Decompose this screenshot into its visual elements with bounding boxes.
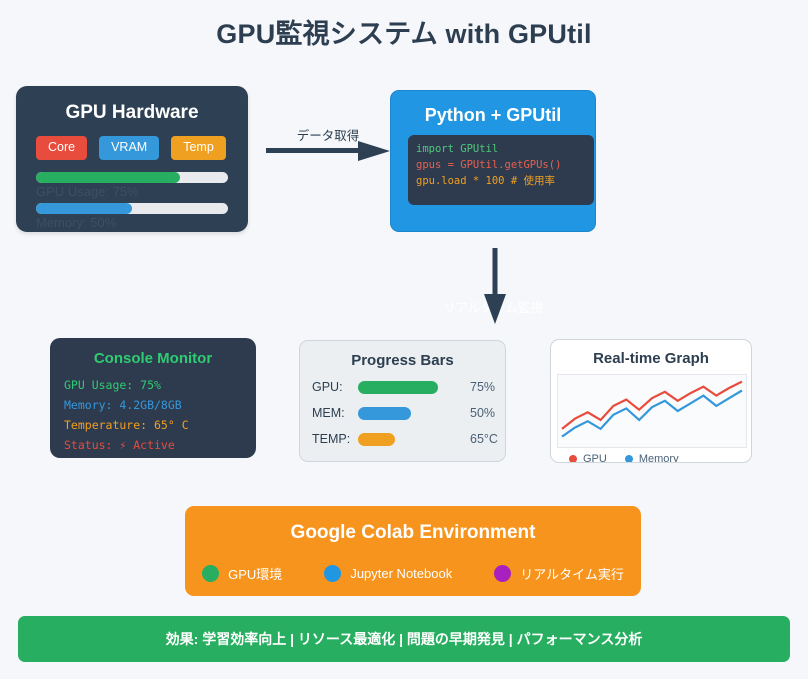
colab-item-gpu: GPU環境 <box>202 564 282 583</box>
progress-value-mem: 50% <box>470 406 496 420</box>
progress-label-gpu: GPU: <box>312 380 343 394</box>
progress-fill-mem <box>358 407 411 420</box>
progress-value-temp: 65°C <box>470 432 498 446</box>
progress-bars-panel: Progress Bars GPU: 75% MEM: 50% TEMP: 65… <box>299 340 506 462</box>
console-line-gpu-usage: GPU Usage: 75% <box>64 378 161 392</box>
realtime-graph-panel: Real-time Graph GPU Memory <box>550 339 752 463</box>
realtime-graph-plot <box>557 374 747 448</box>
colab-item-realtime: リアルタイム実行 <box>494 564 624 583</box>
progress-label-temp: TEMP: <box>312 432 351 446</box>
hardware-gpu-usage-fill <box>36 172 180 183</box>
arrow-right-icon <box>266 141 390 161</box>
benefits-footer-text: 効果: 学習効率向上 | リソース最適化 | 問題の早期発見 | パフォーマンス… <box>165 631 643 647</box>
colab-label-realtime: リアルタイム実行 <box>520 566 624 582</box>
colab-feature-list: GPU環境 Jupyter Notebook リアルタイム実行 <box>185 561 641 585</box>
progress-row-temp: TEMP: 65°C <box>312 431 502 447</box>
arrow-down-icon <box>484 248 506 324</box>
console-monitor-title: Console Monitor <box>93 350 213 367</box>
legend-dot-gpu <box>569 455 577 462</box>
hardware-gpu-usage-label: GPU Usage: 75% <box>36 184 139 199</box>
progress-row-gpu: GPU: 75% <box>312 379 502 395</box>
console-line-temperature: Temperature: 65° C <box>64 418 189 432</box>
legend-label-memory: Memory <box>638 453 679 463</box>
badge-temp[interactable]: Temp <box>171 136 226 160</box>
colab-label-jupyter: Jupyter Notebook <box>350 565 453 581</box>
python-gputil-card: Python + GPUtil import GPUtil gpus = GPU… <box>390 90 596 315</box>
progress-bars-title: Progress Bars <box>351 352 454 369</box>
code-line-import: import GPUtil <box>416 143 499 155</box>
progress-value-gpu: 75% <box>470 380 496 394</box>
badge-vram[interactable]: VRAM <box>99 136 160 160</box>
progress-fill-gpu <box>358 381 438 394</box>
colab-environment-title: Google Colab Environment <box>290 522 536 543</box>
code-block: import GPUtil gpus = GPUtil.getGPUs() gp… <box>408 135 594 205</box>
colab-dot-jupyter-icon <box>324 564 342 582</box>
colab-label-gpu: GPU環境 <box>228 566 283 582</box>
realtime-graph-legend: GPU Memory <box>569 450 751 463</box>
colab-environment-box: Google Colab Environment GPU環境 Jupyter N… <box>185 506 641 596</box>
realtime-graph-title: Real-time Graph <box>593 350 709 367</box>
console-monitor-panel: Console Monitor GPU Usage: 75% Memory: 4… <box>50 338 256 458</box>
progress-track-gpu <box>358 381 464 394</box>
legend-dot-memory <box>624 455 633 462</box>
hardware-badge-row: Core VRAM Temp <box>36 136 226 160</box>
hardware-gpu-usage-track <box>36 172 228 183</box>
gpu-hardware-title: GPU Hardware <box>65 102 199 123</box>
hardware-memory-fill <box>36 203 132 214</box>
benefits-footer-bar: 効果: 学習効率向上 | リソース最適化 | 問題の早期発見 | パフォーマンス… <box>18 616 790 662</box>
colab-item-jupyter: Jupyter Notebook <box>324 564 453 582</box>
code-line-getgpus: gpus = GPUtil.getGPUs() <box>416 159 562 171</box>
progress-track-temp <box>358 433 464 446</box>
console-line-status: Status: ⚡ Active <box>64 438 175 452</box>
gpu-hardware-card: GPU Hardware Core VRAM Temp GPU Usage: 7… <box>16 86 248 232</box>
progress-track-mem <box>358 407 464 420</box>
page-title: GPU監視システム with GPUtil <box>216 19 592 49</box>
progress-fill-temp <box>358 433 396 446</box>
hardware-memory-label: Memory: 50% <box>36 215 117 230</box>
progress-label-mem: MEM: <box>312 406 345 420</box>
python-gputil-title: Python + GPUtil <box>424 105 562 125</box>
progress-row-mem: MEM: 50% <box>312 405 502 421</box>
colab-dot-gpu-icon <box>202 564 220 582</box>
hardware-memory-track <box>36 203 228 214</box>
legend-label-gpu: GPU <box>583 453 607 463</box>
code-line-load: gpu.load * 100 # 使用率 <box>416 175 555 187</box>
badge-core[interactable]: Core <box>36 136 88 160</box>
console-line-memory: Memory: 4.2GB/8GB <box>64 398 182 412</box>
colab-dot-realtime-icon <box>494 564 512 582</box>
data-acquisition-arrow-label: データ取得 <box>296 129 360 143</box>
